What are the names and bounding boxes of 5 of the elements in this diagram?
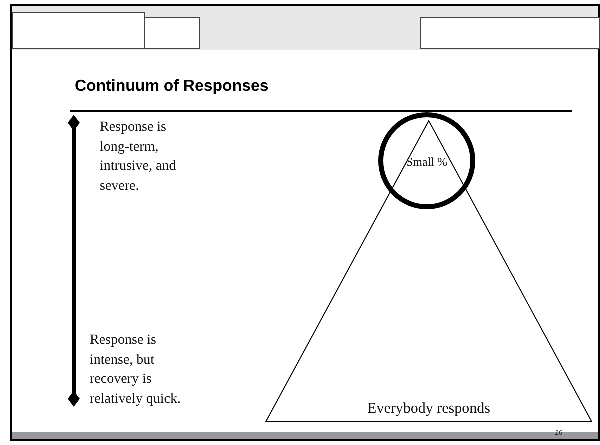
node-text: Small % — [406, 154, 448, 171]
slide-title: Continuum of Responses — [75, 78, 269, 96]
description-text: Response is intense, but recovery is relatively quick. — [90, 332, 182, 408]
description-text: Response is long-term, intrusive, and severe. — [100, 119, 178, 196]
node-text: Everybody responds — [366, 401, 492, 418]
